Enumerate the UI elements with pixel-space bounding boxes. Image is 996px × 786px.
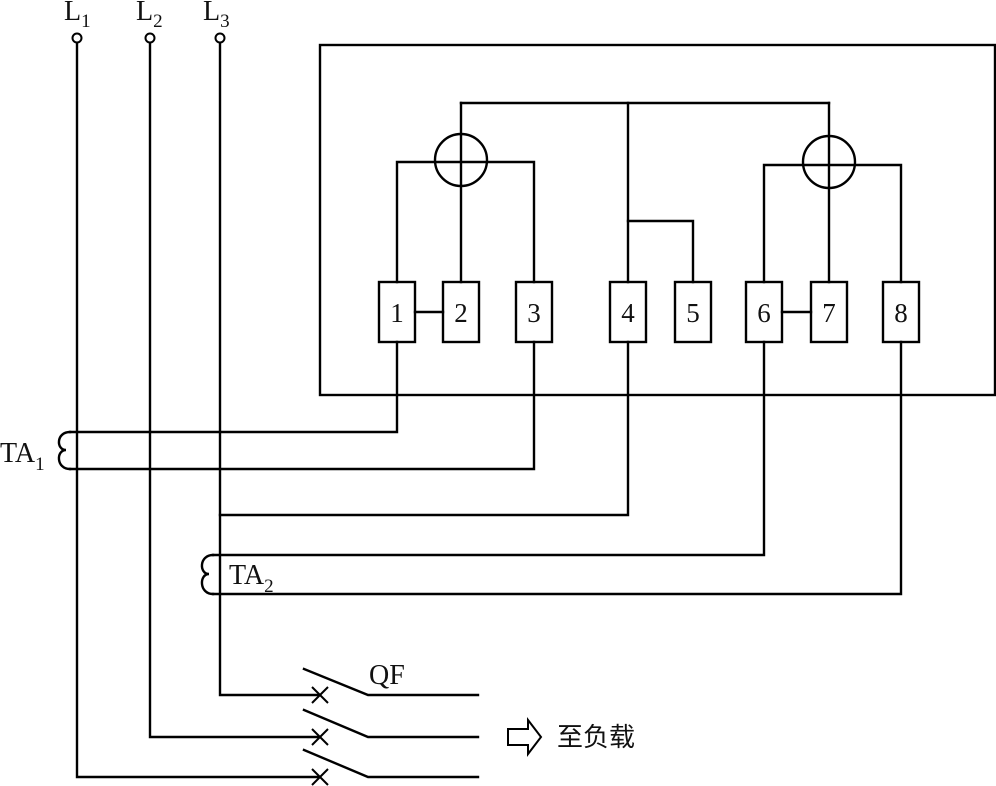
phase-line-L2	[148, 41, 322, 739]
hollow-right-arrow-icon	[507, 717, 543, 757]
element-1-current-coil	[395, 160, 536, 284]
terminal-7: 7	[809, 280, 849, 344]
ta1-secondary-to-terminal-3	[68, 340, 536, 471]
svg-text:L2: L2	[136, 0, 163, 32]
phase-label-L3: L3	[203, 0, 230, 32]
breaker-pole-1	[302, 667, 480, 704]
terminal-5: 5	[673, 280, 713, 344]
svg-text:TA1: TA1	[0, 438, 45, 475]
svg-text:3: 3	[527, 298, 541, 328]
phase-label-L2: L2	[136, 0, 163, 32]
svg-text:6: 6	[757, 298, 771, 328]
breaker-contact	[302, 667, 480, 697]
breaker-x-icon	[311, 728, 329, 746]
terminal-icon-L1	[71, 32, 83, 44]
terminal-4: 4	[608, 280, 648, 344]
terminal-6: 6	[744, 280, 784, 344]
load-label: 至负载	[557, 723, 635, 753]
bus-branch-terminal-5	[626, 219, 695, 284]
ta1-coil-icon	[57, 430, 72, 471]
svg-text:5: 5	[686, 298, 700, 328]
breaker-contact	[302, 748, 480, 779]
ta2-coil-icon	[200, 553, 215, 596]
terminal-icon-L3	[214, 32, 226, 44]
breaker-x-icon	[311, 686, 329, 704]
terminal-icon-L2	[144, 32, 156, 44]
svg-text:1: 1	[390, 298, 404, 328]
breaker-pole-2	[302, 708, 480, 746]
svg-text:8: 8	[894, 298, 908, 328]
terminal-8: 8	[881, 280, 921, 344]
measuring-element-2	[762, 101, 903, 284]
phase-label-L1: L1	[64, 0, 91, 32]
breaker-x-icon	[311, 768, 329, 786]
ta2-secondary-to-terminal-6	[211, 340, 766, 557]
meter-enclosure	[318, 43, 996, 397]
svg-text:L1: L1	[64, 0, 91, 32]
phase-line-L1	[75, 41, 322, 779]
svg-text:TA2: TA2	[229, 560, 274, 597]
svg-text:4: 4	[621, 298, 635, 328]
ta1-secondary-to-terminal-1	[68, 340, 399, 434]
ta2-secondary-to-terminal-8	[211, 340, 903, 596]
ta1-label: TA1	[0, 438, 45, 475]
breaker-contact	[302, 708, 480, 739]
circuit-breaker-qf: QF	[302, 660, 480, 786]
svg-text:2: 2	[454, 298, 468, 328]
l3-tap-to-terminal-4	[218, 340, 630, 517]
phase-line-L3	[218, 41, 322, 697]
measuring-element-1	[395, 101, 536, 284]
ta2-label: TA2	[229, 560, 274, 597]
terminal-2: 2	[441, 280, 481, 344]
terminal-3: 3	[514, 280, 554, 344]
svg-text:L3: L3	[203, 0, 230, 32]
terminal-1: 1	[377, 280, 417, 344]
breaker-pole-3	[302, 748, 480, 786]
svg-text:7: 7	[822, 298, 836, 328]
element-2-current-coil	[762, 163, 903, 284]
breaker-label: QF	[369, 660, 405, 691]
element-icon-2	[801, 134, 857, 190]
element-icon-1	[433, 132, 489, 188]
